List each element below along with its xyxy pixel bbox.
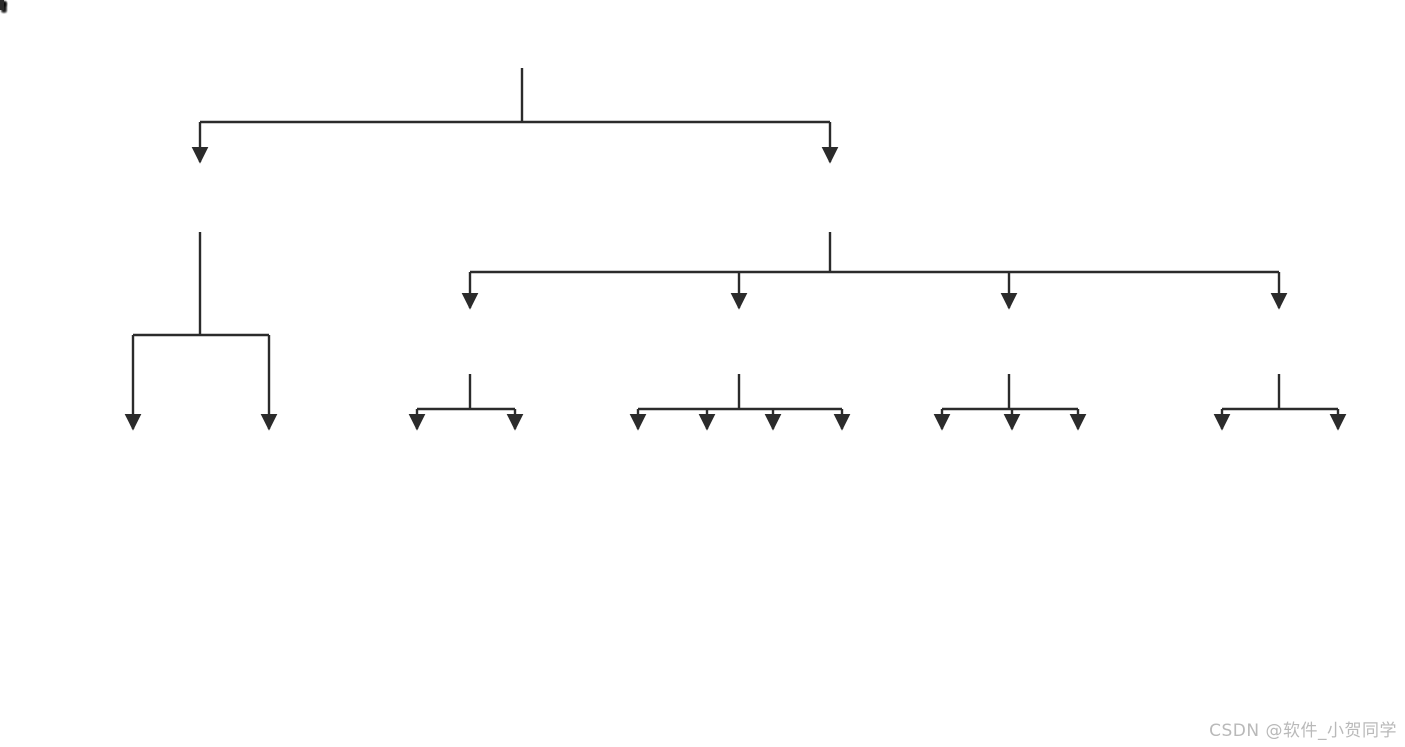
watermark-text: CSDN @软件_小贺同学 [1209, 721, 1397, 741]
leaf-records-query-record[interactable] [0, 0, 4, 10]
